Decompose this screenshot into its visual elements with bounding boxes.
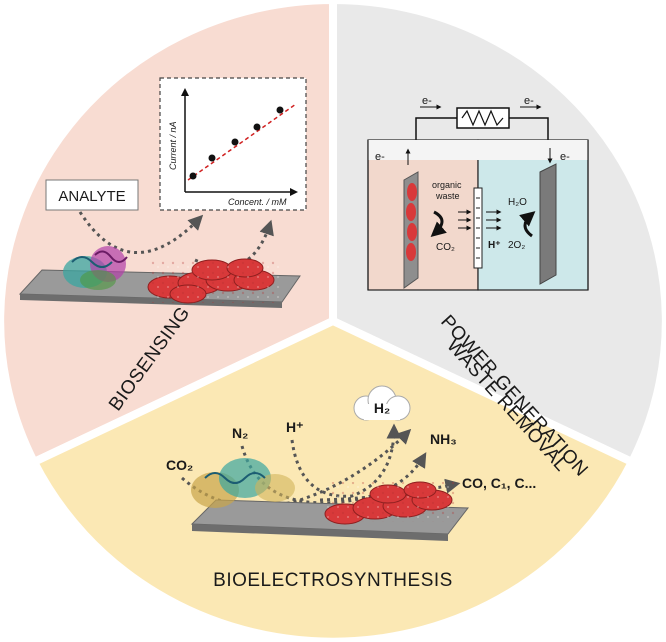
h-input-label: H⁺: [286, 419, 304, 435]
synthesis-bacteria-icon: [324, 481, 455, 525]
inset-ylabel: Current / nA: [168, 121, 178, 170]
organic-label-1: organic: [432, 180, 462, 190]
inset-point: [231, 138, 239, 146]
organic-label-2: waste: [435, 191, 460, 201]
enzyme-icon: [63, 246, 128, 290]
proton-flow-arrows: [458, 209, 502, 231]
inset-point: [208, 154, 216, 162]
oxygen-label: 2O₂: [508, 240, 525, 251]
co2-input-label: CO₂: [166, 457, 193, 473]
enzyme-cluster-icon: [191, 458, 295, 508]
inset-point: [189, 172, 197, 180]
inset-trendline: [187, 103, 297, 181]
electron-top-left: e-: [422, 95, 432, 107]
anode-chamber: [367, 139, 479, 291]
h2-cloud-icon: [353, 385, 411, 421]
analyte-box: [45, 179, 139, 211]
co-output-label: CO, C₁, C...: [462, 475, 536, 491]
inset-point: [253, 123, 261, 131]
proton-label: H⁺: [488, 240, 501, 251]
electron-anode: e-: [375, 151, 385, 163]
resistor-icon: [456, 107, 510, 129]
co2-label: CO₂: [436, 242, 455, 253]
inset-point: [276, 106, 284, 114]
n2-input-label: N₂: [232, 425, 248, 441]
inset-xlabel: Concent. / mM: [228, 197, 287, 207]
electron-cathode: e-: [560, 151, 570, 163]
electron-top-right: e-: [524, 95, 534, 107]
signal-arrow: [194, 219, 274, 269]
analyte-arrow: [78, 211, 204, 255]
cathode-reaction-arrow: [519, 211, 536, 238]
water-label: H₂O: [508, 197, 527, 208]
synthesis-panel: H₂ CO₂ N₂ H⁺ NH₃ CO, C₁, C...: [166, 385, 536, 591]
bacteria-cluster-icon: [147, 258, 280, 304]
nh3-output-label: NH₃: [430, 431, 457, 447]
cathode-chamber: [477, 139, 589, 291]
anode-reaction-arrow: [430, 210, 447, 237]
h2-label: H₂: [374, 400, 390, 416]
synthesis-title: BIOELECTROSYNTHESIS: [213, 570, 453, 591]
anode-bacteria-icon: [406, 183, 417, 261]
cathode-electrode: [539, 163, 557, 285]
analyte-label: ANALYTE: [58, 188, 125, 205]
